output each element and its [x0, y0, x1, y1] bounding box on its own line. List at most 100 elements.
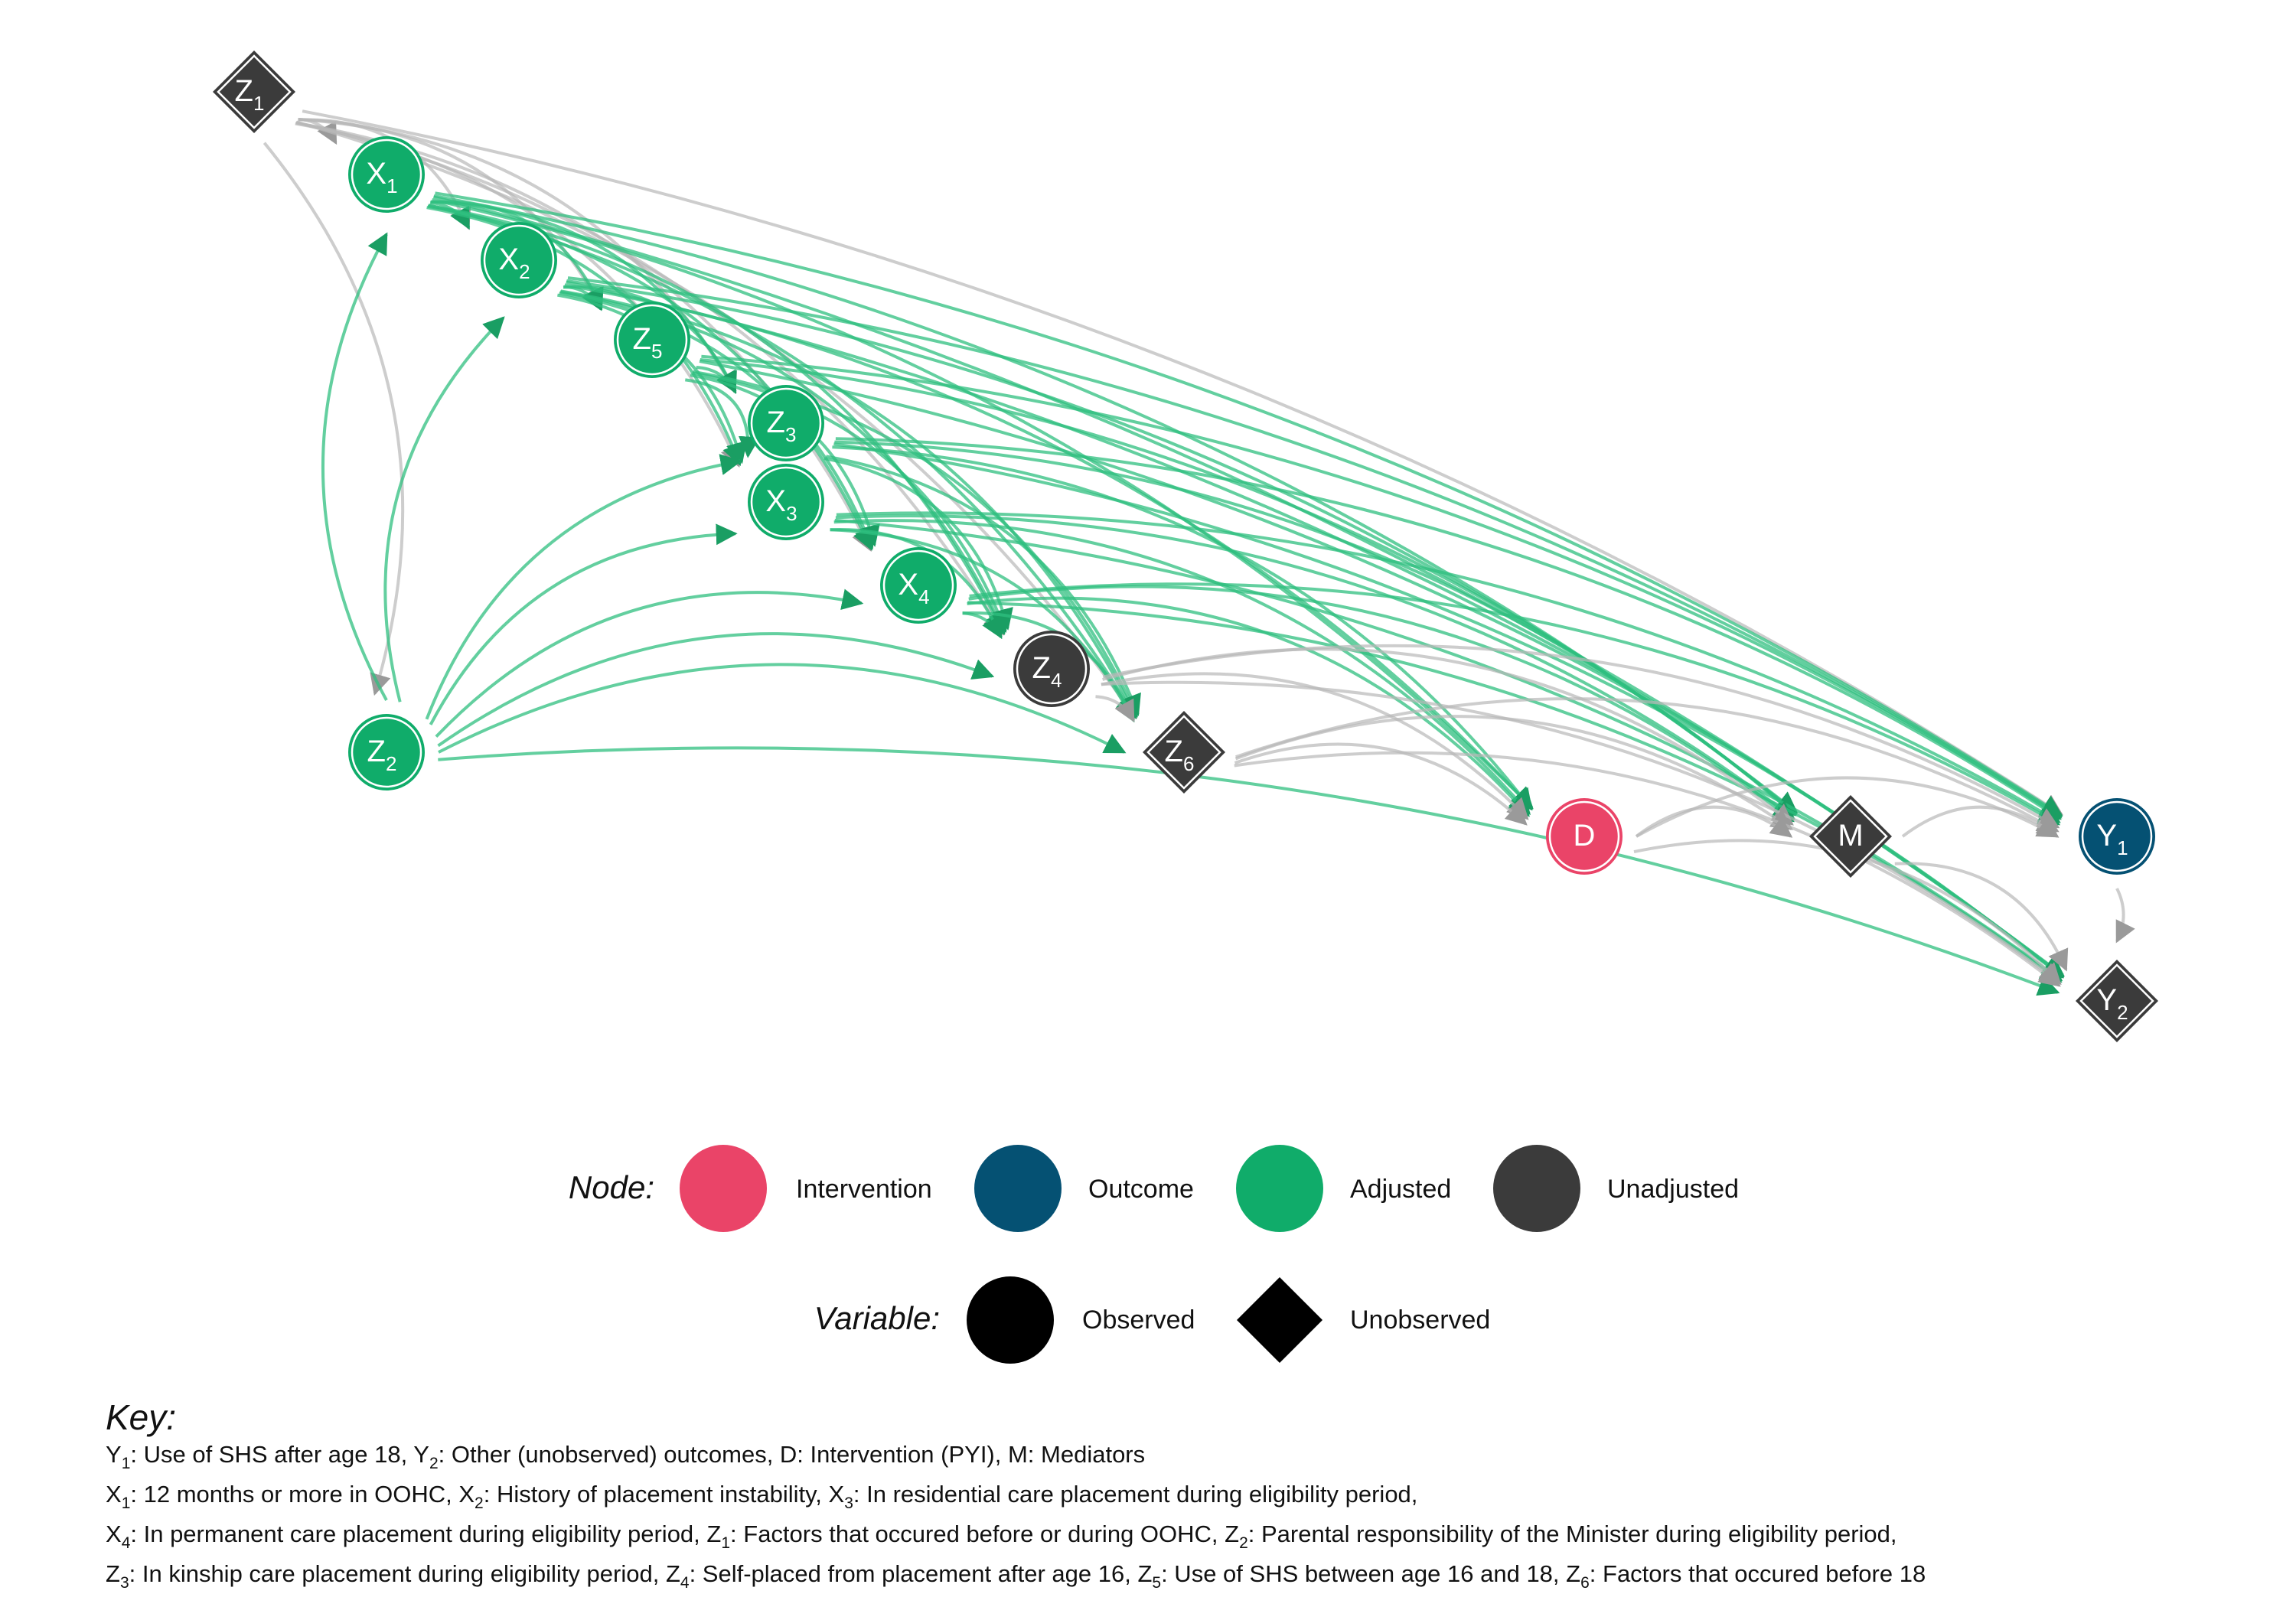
node-z6-ring — [1146, 715, 1221, 790]
edge-x3-to-y1 — [836, 511, 2061, 823]
edge-x1-to-y1 — [435, 191, 2063, 817]
node-z2-shape — [348, 714, 425, 790]
node-z1-shape — [213, 51, 295, 133]
node-z5: Z5 — [614, 302, 690, 378]
adjusted-swatch — [1236, 1145, 1323, 1232]
node-y2-label: Y2 — [2096, 983, 2128, 1024]
edge-z2-to-x1 — [321, 232, 388, 701]
node-z6-shape — [1143, 711, 1225, 794]
edge-z6-to-y1 — [1235, 697, 2060, 833]
node-y2-ring — [2079, 963, 2154, 1038]
edge-z5-to-z4 — [692, 371, 1009, 634]
edge-z1-to-y1 — [302, 109, 2063, 816]
node-x1-ring — [351, 139, 422, 210]
node-x3-shape — [748, 464, 824, 540]
node-z3-label: Z3 — [767, 406, 797, 446]
observed-swatch — [967, 1276, 1054, 1364]
edge-m-to-y1 — [1901, 805, 2060, 838]
edge-z4-to-d — [1101, 672, 1529, 820]
legend-unadjusted-label: Unadjusted — [1607, 1175, 1739, 1204]
key-lines: Y1: Use of SHS after age 18, Y2: Other (… — [106, 1441, 1926, 1592]
node-m-ring — [1813, 799, 1888, 874]
legend-node-title: Node: — [569, 1169, 654, 1205]
edge-x3-to-y2 — [834, 518, 2063, 982]
node-z3-ring — [750, 387, 822, 459]
node-z6: Z6 — [1143, 711, 1225, 794]
node-z6-label: Z6 — [1165, 735, 1195, 775]
node-z2-label: Z2 — [367, 735, 397, 775]
legend-adjusted-label: Adjusted — [1350, 1175, 1451, 1204]
legend-adjusted: Adjusted — [1236, 1145, 1451, 1232]
node-z2: Z2 — [348, 714, 425, 790]
node-x4-shape — [880, 547, 957, 624]
node-y1-shape — [2079, 798, 2155, 875]
key-line: Z3: In kinship care placement during eli… — [106, 1560, 1926, 1592]
legend-outcome: Outcome — [974, 1145, 1194, 1232]
node-m-label: M — [1838, 819, 1863, 852]
edge-z2-to-z4 — [437, 632, 995, 748]
node-z1-label: Z1 — [235, 74, 265, 115]
node-x2: X2 — [481, 222, 557, 298]
node-y2-shape — [2076, 960, 2158, 1042]
edge-d-to-m — [1635, 805, 1793, 838]
node-z4-ring — [1016, 633, 1088, 705]
edge-z2-to-z3 — [425, 454, 742, 720]
edge-x4-to-y1 — [969, 582, 2061, 826]
node-z4-label: Z4 — [1032, 651, 1062, 692]
legend-intervention-label: Intervention — [796, 1175, 932, 1204]
unadjusted-swatch — [1493, 1145, 1580, 1232]
node-x2-label: X2 — [498, 243, 530, 283]
node-m: M — [1809, 795, 1892, 878]
node-z2-ring — [351, 716, 422, 788]
edge-z6-to-d — [1234, 742, 1528, 826]
legend-unobserved-label: Unobserved — [1350, 1305, 1490, 1335]
legend-intervention: Intervention — [680, 1145, 932, 1232]
outcome-swatch — [974, 1145, 1062, 1232]
edge-z3-to-d — [832, 445, 1533, 811]
legend-observed-label: Observed — [1082, 1305, 1195, 1335]
node-z4-shape — [1013, 631, 1090, 707]
edge-z1-to-z2 — [263, 142, 405, 696]
node-x2-ring — [483, 224, 555, 296]
node-z1-ring — [217, 54, 292, 129]
key-title: Key: — [106, 1397, 176, 1437]
node-x1-label: X1 — [366, 157, 397, 197]
legend-unadjusted: Unadjusted — [1493, 1145, 1739, 1232]
edge-z2-to-z6 — [438, 663, 1127, 754]
edge-z4-to-z6 — [1095, 695, 1135, 722]
edge-m-to-y2 — [1894, 862, 2069, 972]
edge-z3-to-y2 — [833, 442, 2064, 979]
node-z4: Z4 — [1013, 631, 1090, 707]
key-section: Key: Y1: Use of SHS after age 18, Y2: Ot… — [106, 1397, 1926, 1592]
node-x1: X1 — [348, 136, 425, 213]
edge-z4-to-y2 — [1101, 680, 2062, 985]
legend-outcome-label: Outcome — [1088, 1175, 1194, 1204]
edge-z5-to-y1 — [701, 354, 2063, 819]
node-x1-shape — [348, 136, 425, 213]
key-line: X4: In permanent care placement during e… — [106, 1521, 1897, 1552]
node-z5-shape — [614, 302, 690, 378]
node-x4: X4 — [880, 547, 957, 624]
node-y1-ring — [2081, 800, 2153, 872]
legend-unobserved: Unobserved — [1237, 1277, 1490, 1363]
key-line: Y1: Use of SHS after age 18, Y2: Other (… — [106, 1441, 1145, 1472]
node-d-label: D — [1574, 819, 1596, 852]
legend: Node: Intervention Outcome Adjusted Unad… — [569, 1145, 1739, 1364]
edge-z2-to-x4 — [435, 588, 864, 738]
edge-z6-to-y2 — [1234, 751, 2061, 987]
node-z3-shape — [748, 385, 824, 461]
node-x3: X3 — [748, 464, 824, 540]
key-line: X1: 12 months or more in OOHC, X2: Histo… — [106, 1481, 1417, 1512]
legend-variable-title: Variable: — [814, 1300, 940, 1336]
intervention-swatch — [680, 1145, 767, 1232]
node-z5-ring — [616, 304, 688, 376]
legend-observed: Observed — [967, 1276, 1195, 1364]
node-d-shape — [1546, 798, 1623, 875]
node-x4-label: X4 — [898, 568, 929, 608]
node-z3: Z3 — [748, 385, 824, 461]
edge-x2-to-x4 — [559, 291, 876, 550]
node-m-shape — [1809, 795, 1892, 878]
edge-z2-to-x3 — [429, 523, 738, 725]
